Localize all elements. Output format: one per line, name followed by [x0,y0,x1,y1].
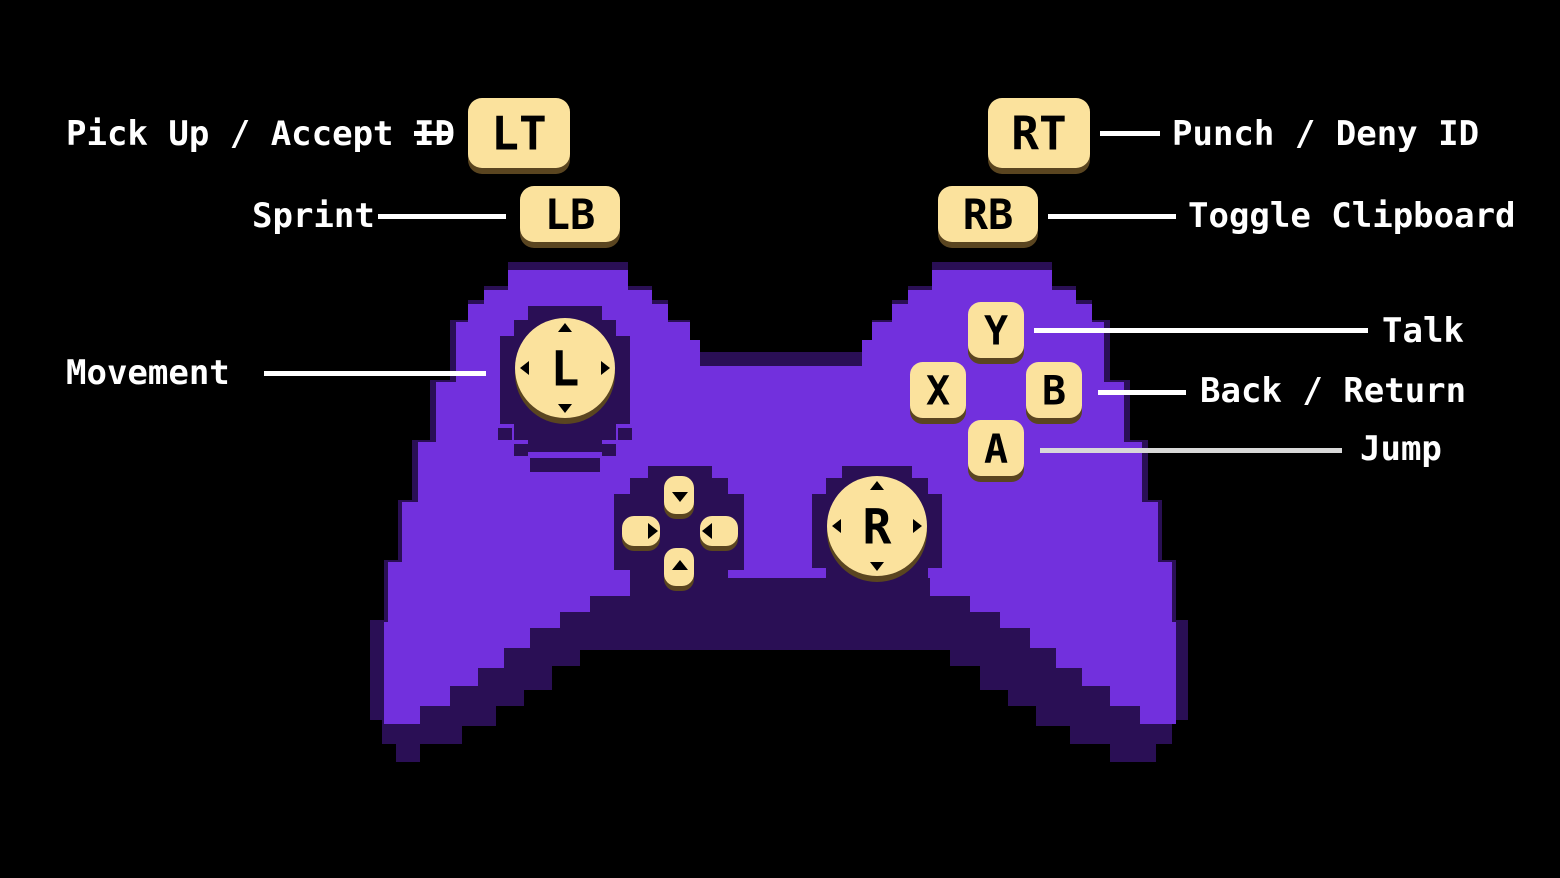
button-rb-label: RB [963,190,1014,239]
label-lt: Pick Up / Accept ID [66,114,455,154]
button-rt[interactable]: RT [988,98,1090,174]
label-lb: Sprint [252,196,375,236]
left-stick-base-dot [514,444,528,456]
arrow-left-icon [832,519,841,533]
arrow-down-icon [870,562,884,571]
leader-line-rt [1100,131,1160,136]
button-x-face [910,362,966,418]
button-b[interactable]: B [1026,362,1082,424]
arrow-down-icon [558,404,572,413]
label-rt: Punch / Deny ID [1172,114,1480,154]
button-lt[interactable]: LT [468,98,570,174]
left-stick-base-dot [602,444,616,456]
button-b-face [1026,362,1082,418]
arrow-up-icon [870,481,884,490]
dpad-well [614,466,744,598]
right-stick[interactable]: R [827,476,927,582]
label-b: Back / Return [1200,371,1467,411]
button-a-label: A [984,426,1008,472]
left-stick-base-dot [498,428,512,440]
button-rt-face [988,98,1090,168]
arrow-right-icon [648,523,658,539]
left-stick[interactable]: L [515,318,615,424]
button-b-label: B [1042,368,1066,414]
button-lt-label: LT [491,107,546,161]
left-stick-face [515,318,615,418]
leader-line-left-stick [264,371,486,376]
left-stick-base [530,458,600,472]
button-lb-label: LB [545,190,596,239]
button-a-face [968,420,1024,476]
arrow-right-icon [913,519,922,533]
button-x[interactable]: X [910,362,966,424]
button-rb[interactable]: RB [938,186,1038,248]
button-lt-face [468,98,570,168]
arrow-right-icon [601,361,610,375]
dpad-right[interactable] [700,516,738,546]
button-a[interactable]: A [968,420,1024,482]
button-x-label: X [926,368,950,414]
button-rt-label: RT [1011,107,1066,161]
left-stick-label: L [551,341,580,397]
leader-line-lb [378,214,506,219]
leader-line-rb [1048,214,1176,219]
arrow-left-icon [520,361,529,375]
right-stick-face [827,476,927,576]
label-a: Jump [1360,429,1442,469]
button-y-label: Y [984,308,1008,354]
arrow-up-icon [558,323,572,332]
dpad-left[interactable] [622,516,660,546]
leader-line-lt [414,131,452,136]
leader-line-b [1098,390,1186,395]
leader-line-a [1040,448,1342,453]
label-rb: Toggle Clipboard [1188,196,1516,236]
arrow-up-icon [672,560,688,570]
button-lb[interactable]: LB [520,186,620,248]
label-left-stick: Movement [66,353,230,393]
leader-line-y [1034,328,1368,333]
arrow-left-icon [702,523,712,539]
button-rb-face [938,186,1038,242]
right-stick-label: R [863,499,892,555]
button-lb-face [520,186,620,242]
button-y[interactable]: Y [968,302,1024,364]
left-stick-base-dot [618,428,632,440]
label-y: Talk [1382,311,1464,351]
arrow-down-icon [672,492,688,502]
dpad[interactable] [622,476,738,591]
button-y-face [968,302,1024,358]
